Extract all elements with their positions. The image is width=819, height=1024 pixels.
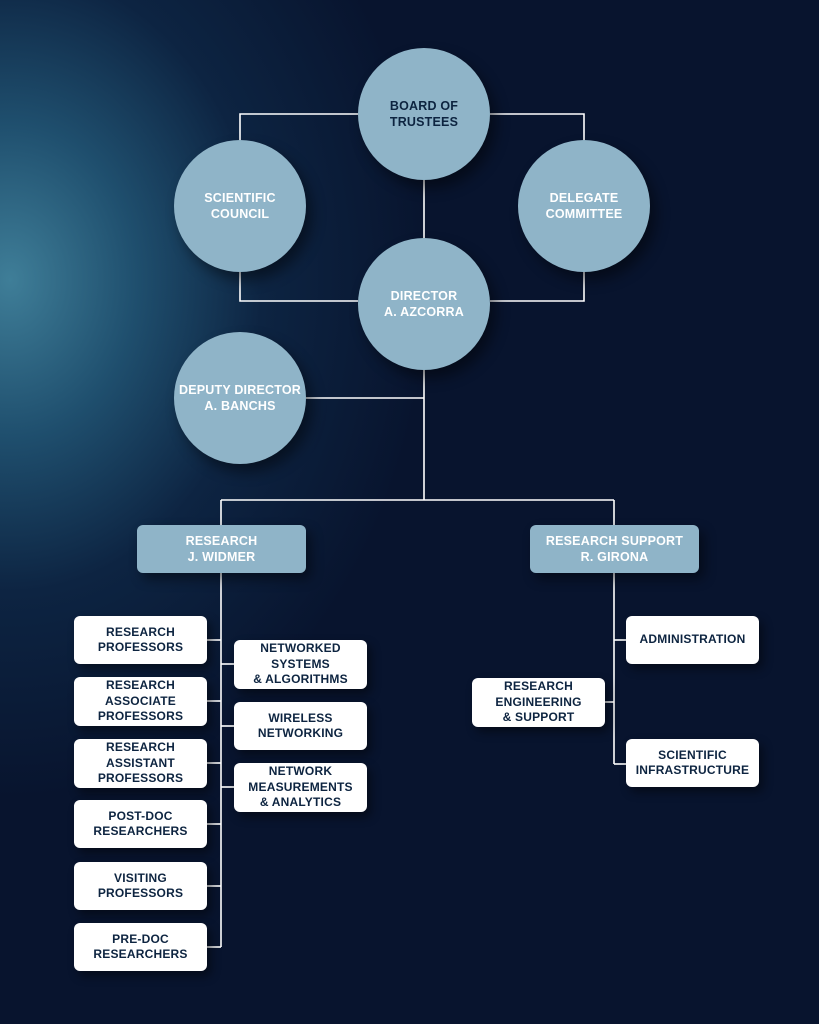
group-network-measurements: NETWORK MEASUREMENTS & ANALYTICS [234, 763, 367, 812]
staff-label: RESEARCHERS [93, 824, 188, 838]
support-label: RESEARCH [504, 679, 573, 694]
staff-label: PRE-DOC [112, 931, 169, 946]
staff-label: RESEARCH [106, 624, 175, 639]
director-name: A. AZCORRA [383, 305, 464, 319]
staff-label: RESEARCH [106, 678, 175, 693]
group-networked-systems: NETWORKED SYSTEMS & ALGORITHMS [234, 640, 367, 689]
delegate-committee-line2: COMMITTEE [545, 207, 623, 221]
group-label: NETWORKED [260, 641, 341, 656]
support-research-engineering: RESEARCH ENGINEERING & SUPPORT [472, 678, 605, 727]
scientific-council-line2: COUNCIL [210, 207, 270, 221]
delegate-committee-line1: DELEGATE [549, 191, 619, 205]
staff-label: PROFESSORS [97, 709, 184, 724]
support-label: INFRASTRUCTURE [635, 763, 750, 777]
research-name: J. WIDMER [187, 550, 256, 564]
staff-label: VISITING [114, 870, 167, 885]
staff-label: PROFESSORS [97, 771, 184, 786]
research-support-node: RESEARCH SUPPORT R. GIRONA [530, 525, 699, 573]
group-label: SYSTEMS [271, 656, 330, 671]
connector-board-council [239, 113, 358, 140]
research-support-name: R. GIRONA [580, 550, 649, 564]
staff-label: ASSISTANT [106, 755, 175, 770]
connector-committee-director [490, 272, 585, 302]
staff-research-assistant-professors: RESEARCH ASSISTANT PROFESSORS [74, 739, 207, 788]
group-label: NETWORK [268, 764, 333, 779]
connector-council-director [239, 272, 358, 302]
director-node: DIRECTOR A. AZCORRA [358, 238, 490, 370]
board-label-line1: BOARD OF [389, 99, 459, 113]
group-label: & ALGORITHMS [253, 672, 348, 687]
group-label: MEASUREMENTS [248, 779, 353, 794]
staff-label: ASSOCIATE [105, 693, 176, 708]
director-role: DIRECTOR [390, 289, 458, 303]
research-department-node: RESEARCH J. WIDMER [137, 525, 306, 573]
staff-post-doc-researchers: POST-DOC RESEARCHERS [74, 800, 207, 848]
connector-board-committee [490, 113, 585, 140]
staff-label: RESEARCH [106, 740, 175, 755]
board-of-trustees-node: BOARD OF TRUSTEES [358, 48, 490, 180]
staff-label: PROFESSORS [97, 886, 184, 900]
deputy-director-name: A. BANCHS [204, 399, 276, 413]
staff-pre-doc-researchers: PRE-DOC RESEARCHERS [74, 923, 207, 971]
support-scientific-infrastructure: SCIENTIFIC INFRASTRUCTURE [626, 739, 759, 787]
group-label: NETWORKING [257, 726, 344, 740]
staff-research-professors: RESEARCH PROFESSORS [74, 616, 207, 664]
support-label: ENGINEERING [495, 694, 582, 709]
research-role: RESEARCH [185, 534, 258, 548]
staff-research-associate-professors: RESEARCH ASSOCIATE PROFESSORS [74, 677, 207, 726]
group-wireless-networking: WIRELESS NETWORKING [234, 702, 367, 750]
research-support-role: RESEARCH SUPPORT [545, 534, 684, 548]
delegate-committee-node: DELEGATE COMMITTEE [518, 140, 650, 272]
staff-label: POST-DOC [108, 808, 173, 823]
staff-visiting-professors: VISITING PROFESSORS [74, 862, 207, 910]
support-label: & SUPPORT [502, 710, 575, 725]
staff-label: PROFESSORS [97, 640, 184, 654]
scientific-council-line1: SCIENTIFIC [204, 191, 276, 205]
scientific-council-node: SCIENTIFIC COUNCIL [174, 140, 306, 272]
staff-label: RESEARCHERS [93, 947, 188, 961]
deputy-director-node: DEPUTY DIRECTOR A. BANCHS [174, 332, 306, 464]
support-label: SCIENTIFIC [658, 747, 727, 762]
deputy-director-role: DEPUTY DIRECTOR [178, 383, 301, 397]
board-label-line2: TRUSTEES [389, 115, 459, 129]
group-label: & ANALYTICS [259, 795, 342, 810]
support-label: ADMINISTRATION [639, 632, 746, 647]
group-label: WIRELESS [268, 710, 333, 725]
support-administration: ADMINISTRATION [626, 616, 759, 664]
